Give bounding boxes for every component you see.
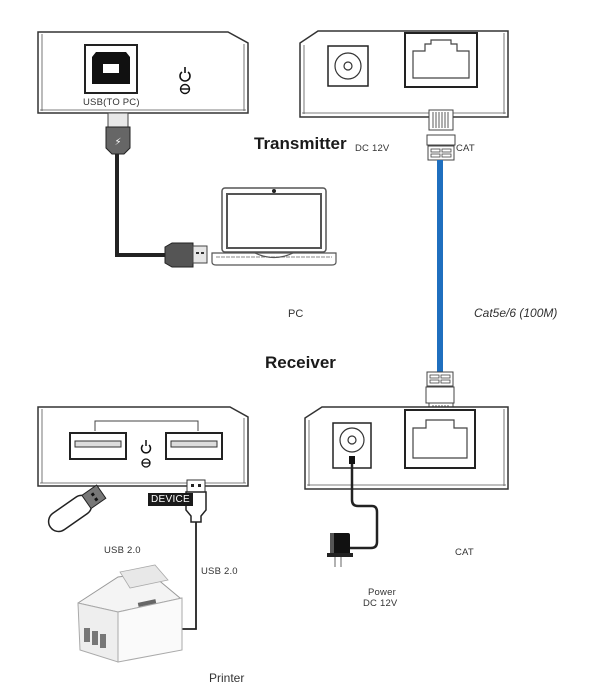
- power-cable: [350, 464, 379, 550]
- usb-printer-cable: [180, 522, 197, 630]
- usb-b-port-icon: [84, 44, 138, 94]
- receiver-cat-label: CAT: [455, 547, 474, 558]
- cable-spec-label: Cat5e/6 (100M): [474, 306, 558, 320]
- power-icon: [140, 440, 152, 454]
- usb-to-pc-label: USB(TO PC): [83, 97, 140, 108]
- dc-jack-icon: [332, 422, 372, 469]
- rj45-port-icon: [404, 409, 476, 469]
- led-icon: [141, 458, 151, 468]
- transmitter-title: Transmitter: [254, 134, 347, 153]
- usb-a-port-icon: [165, 432, 223, 460]
- usb-cable-label: USB 2.0: [201, 566, 238, 577]
- usb-a-plug-icon: [164, 242, 208, 268]
- pc-label: PC: [288, 308, 304, 320]
- usb-cable: [115, 154, 170, 257]
- svg-text:⚡: ⚡: [114, 137, 121, 148]
- dc-jack-icon: [327, 45, 369, 87]
- power-icon: [179, 67, 191, 82]
- usb-b-plug-icon: ⚡: [105, 112, 131, 155]
- printer-label: Printer: [209, 671, 245, 685]
- rj45-port-icon: [404, 32, 478, 88]
- rj45-plug-top: [426, 109, 456, 161]
- transmitter-dc-label: DC 12V: [355, 143, 390, 154]
- power-dc-label: DC 12V: [363, 598, 398, 609]
- led-icon: [179, 83, 191, 95]
- transmitter-usb-unit: [37, 31, 249, 114]
- printer-icon: [77, 564, 183, 663]
- usb-flash-drive-icon: [47, 484, 107, 533]
- power-adapter-icon: [327, 533, 353, 567]
- usb-a-port-icon: [69, 432, 127, 460]
- transmitter-cat-unit: [299, 30, 509, 118]
- device-label: DEVICE: [148, 493, 194, 506]
- usb-flash-label: USB 2.0: [104, 545, 141, 556]
- receiver-cat-unit: [304, 406, 509, 490]
- power-label: Power: [368, 587, 396, 598]
- receiver-title: Receiver: [265, 353, 336, 372]
- transmitter-cat-label: CAT: [456, 143, 475, 154]
- receiver-usb-unit: [37, 406, 249, 487]
- laptop-icon: [211, 187, 337, 266]
